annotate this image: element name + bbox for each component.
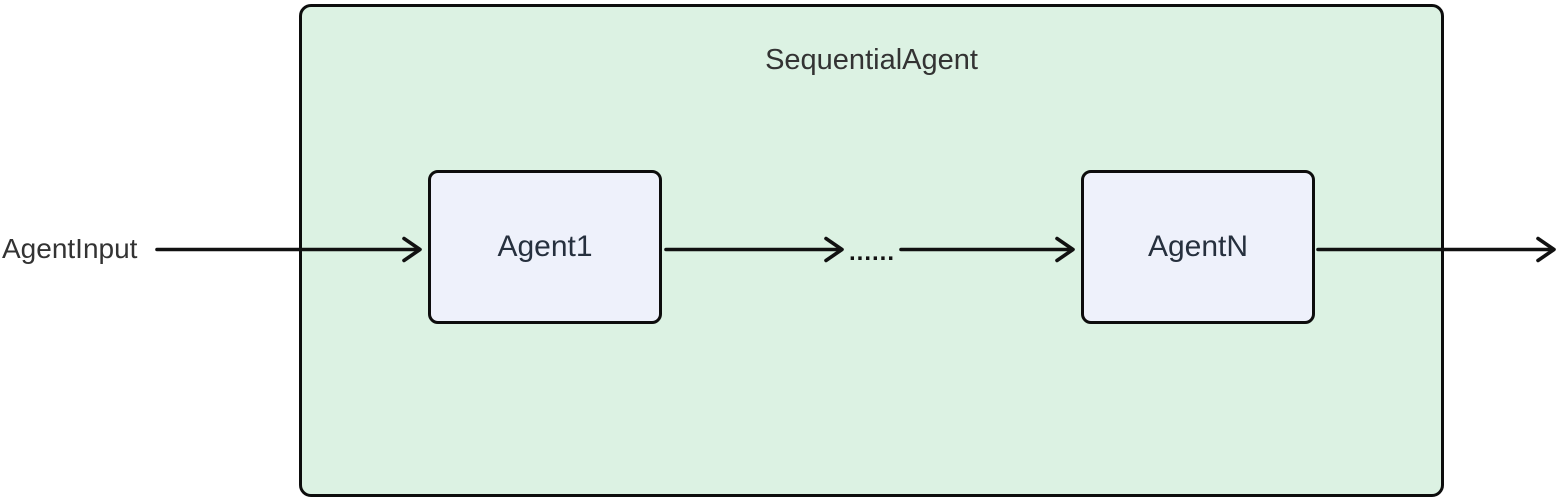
node-agent1: Agent1 (428, 170, 662, 324)
sequential-agent-title: SequentialAgent (765, 44, 978, 76)
agent-input-label: AgentInput (2, 233, 138, 264)
node-agentN-label: AgentN (1147, 230, 1249, 263)
node-agent1-label: Agent1 (497, 230, 593, 263)
ellipsis-label: ...... (848, 239, 895, 266)
node-agentN: AgentN (1081, 170, 1315, 324)
